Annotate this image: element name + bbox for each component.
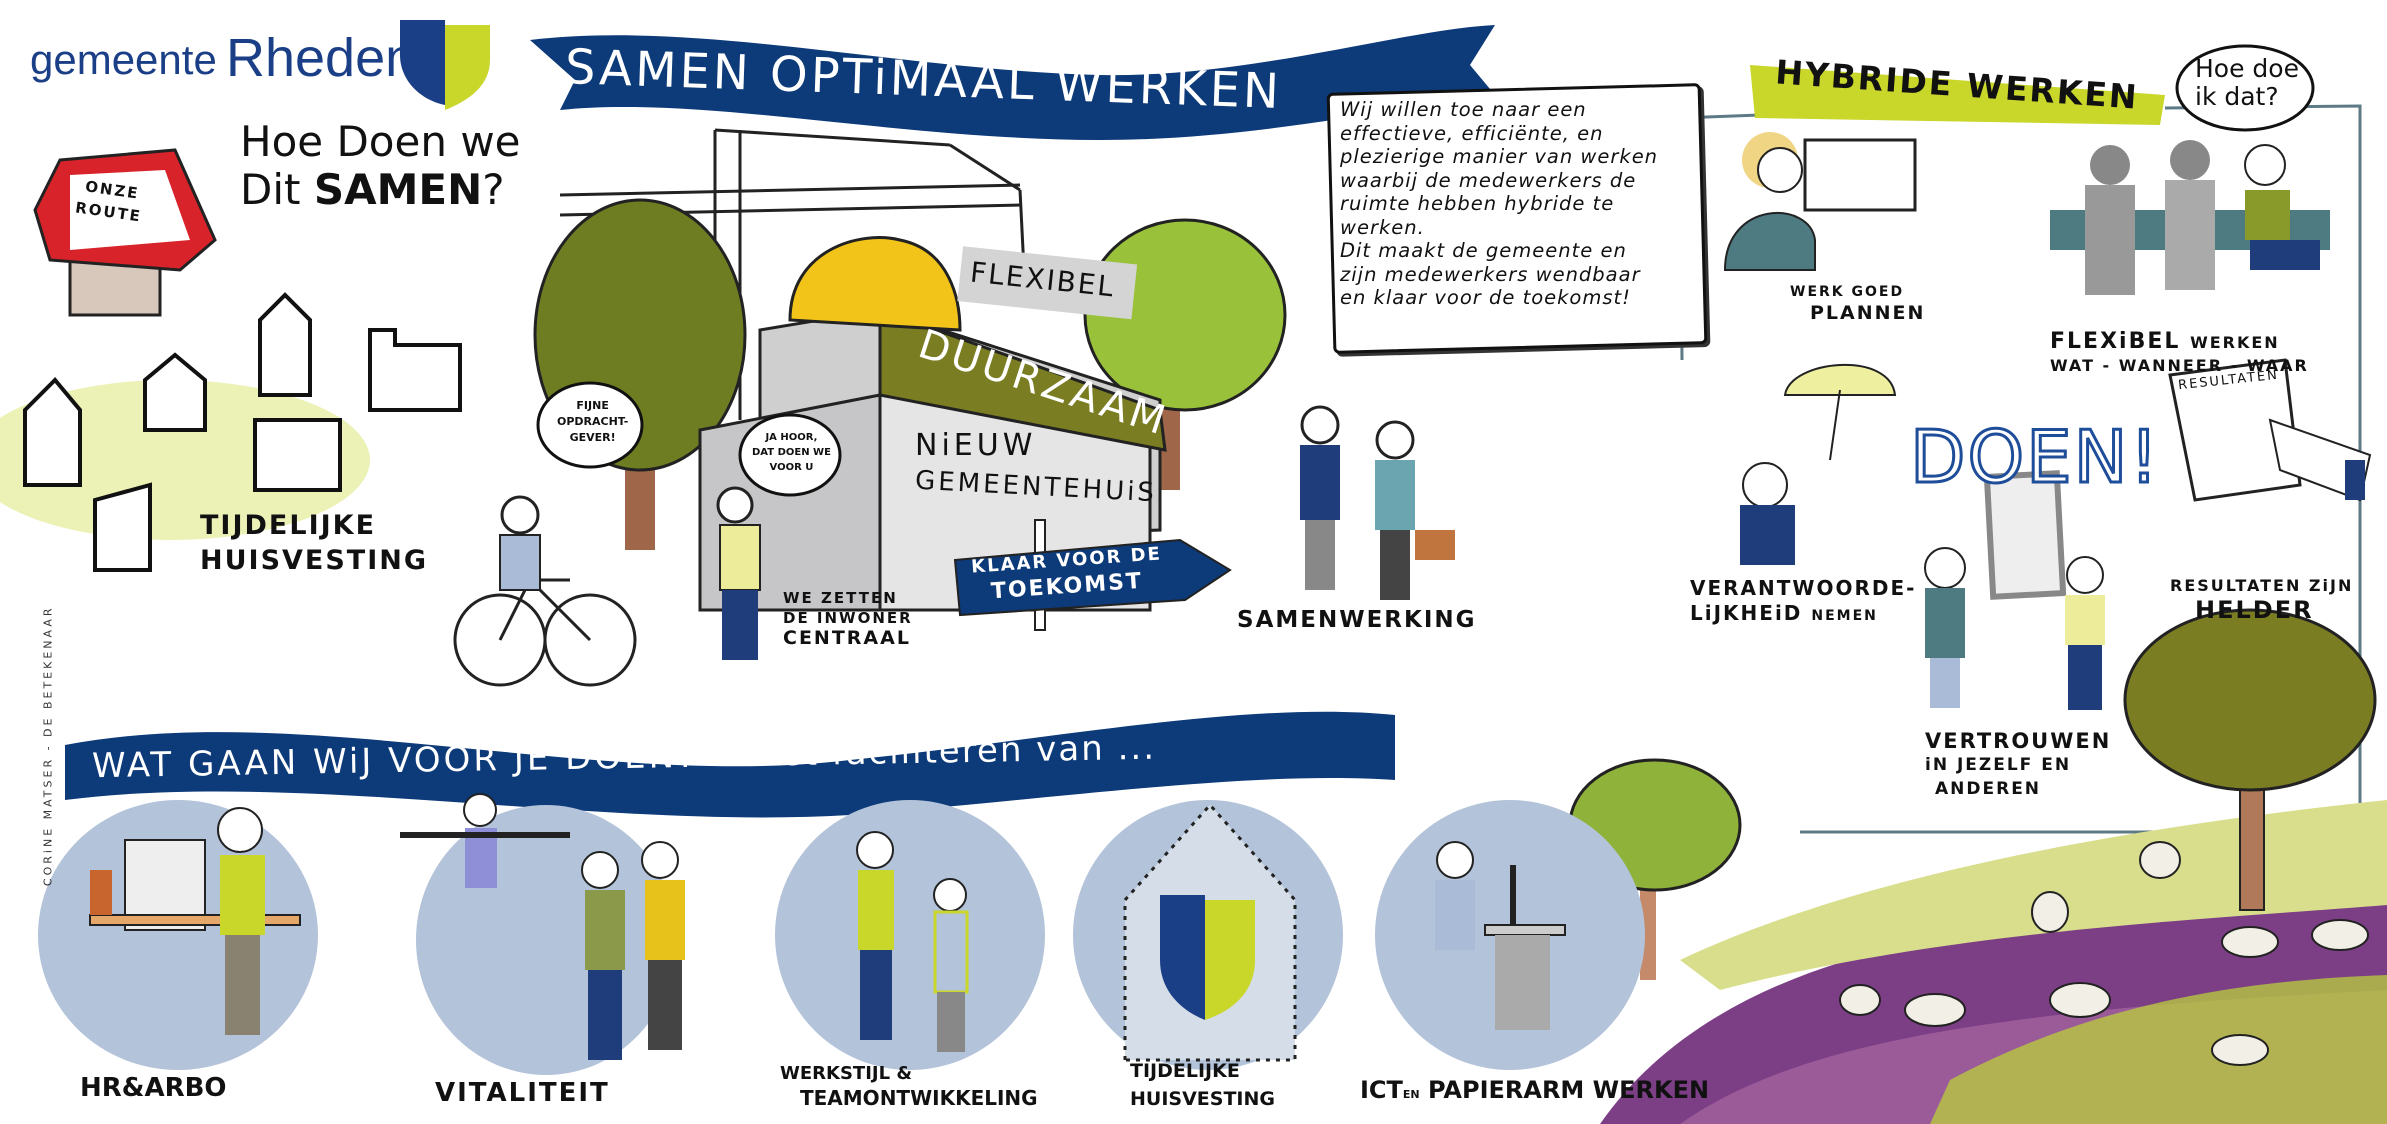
citizen-line: DE iNWONER (783, 609, 913, 627)
intro-question-dit: Dit (240, 165, 301, 214)
sheep-group (1839, 841, 2369, 1066)
route-sign-face (70, 170, 190, 250)
question-mark: ? (482, 165, 505, 214)
shield-right (445, 25, 490, 110)
citizen-caption: WE ZETTEN DE iNWONER CENTRAAL (783, 588, 913, 648)
en-text: EN (1402, 1088, 1420, 1101)
facilities-rest: het faciliteren van ... (756, 727, 1157, 775)
walking-colleagues (1300, 405, 1455, 600)
results-line2: HELDER (2195, 596, 2314, 624)
speech-bubble (2175, 44, 2315, 132)
facilities-banner (65, 711, 1395, 818)
plan-line1: WERK GOED (1790, 284, 1905, 300)
cooperation-label: SAMENWERKiNG (1237, 607, 1477, 633)
flex-rest: WERKEN (2190, 333, 2280, 352)
bubble-line: ik dat? (2195, 82, 2279, 111)
arrow-right-icon: ➡ (711, 734, 744, 776)
ict-scene (1435, 841, 1566, 1030)
intro-question-line1: Hoe Doen we (240, 117, 521, 166)
temp-housing-icon (1123, 802, 1297, 1062)
green-hill (1930, 975, 2387, 1124)
duurzaam-band (878, 307, 1167, 452)
tree-crown (2123, 608, 2377, 792)
shield-left (400, 20, 445, 105)
resp-rest: NEMEN (1811, 608, 1878, 624)
planning-person (1723, 132, 1917, 271)
vitality-scene (400, 793, 685, 1060)
facility-label-huisvesting-line1: TiJDELiJKE (1130, 1060, 1240, 1082)
bubble-line: JA HOOR, (765, 432, 818, 443)
trust-line2: iN JEZELF EN (1925, 755, 2072, 775)
facility-label-huisvesting-line2: HUiSVESTiNG (1130, 1088, 1275, 1110)
title-banner (530, 25, 1495, 140)
cyclist (499, 495, 541, 591)
bubble-line: FiJNE (576, 399, 609, 412)
small-houses (23, 292, 462, 572)
trust-line1: VERTROUWEN (1925, 729, 2112, 753)
results-sheet (2168, 358, 2372, 502)
bubble-employer: FiJNE OPDRACHT- GEVER! (557, 398, 628, 446)
hybrid-bubble: Hoe doe ik dat? (2195, 55, 2299, 111)
trust-line3: ANDEREN (1935, 779, 2042, 799)
artist-credit: CORiNE MATSER - DE BETEKENAAR (41, 605, 55, 887)
citizen-line: CENTRAAL (783, 627, 911, 649)
flex-bold: FLEXiBEL (2050, 329, 2181, 354)
doen-heading: DOEN! (1908, 415, 2161, 499)
speech-bubble (536, 381, 644, 469)
mirror-scene (1924, 470, 2105, 710)
flex-line1: FLEXiBEL WERKEN (2050, 330, 2280, 353)
woman-on-phone (716, 486, 761, 660)
intro-question-samen: SAMEN (313, 165, 483, 214)
temp-housing-label-line1: TijDELijKE (200, 510, 377, 541)
flexibel-sign (957, 246, 1138, 320)
bubble-line: DAT DOEN WE (752, 447, 831, 458)
resp-bold: LiJKHEiD (1690, 601, 1803, 625)
logo-text-gemeente: gemeente (30, 36, 217, 83)
resp-line2: LiJKHEiD NEMEN (1690, 603, 1878, 624)
helmet-icon (788, 236, 962, 332)
citizen-line: WE ZETTEN (783, 589, 898, 607)
plan-line2: PLANNEN (1810, 302, 1926, 324)
bubble-reply: JA HOOR, DAT DOEN WE VOOR U (752, 430, 831, 475)
bubble-line: Hoe doe (2195, 54, 2299, 83)
future-sign (953, 538, 1232, 617)
hybrid-banner (1750, 65, 2165, 125)
bubble-line: VOOR U (769, 462, 814, 473)
facility-label-vitaliteit: ViTALiTEiT (435, 1078, 610, 1108)
facility-circles (38, 800, 1645, 1075)
tree-trunk (2239, 769, 2265, 911)
bicycle-icon (453, 577, 637, 687)
speech-bubble (738, 413, 842, 497)
hr-arbo-scene (89, 807, 301, 1035)
temp-housing-label-line2: HUiSVESTiNG (200, 545, 429, 576)
hybrid-frame-line (1678, 104, 2362, 834)
facility-label-ict: ICTEN PAPiERARM WERKEN (1360, 1076, 1710, 1104)
papierarm-text: PAPiERARM WERKEN (1428, 1076, 1710, 1104)
bench-people (2050, 140, 2330, 295)
intro-question-line2: Dit SAMEN? (240, 165, 505, 214)
facility-label-werkstijl-line1: WERKSTiJL & (780, 1063, 913, 1084)
results-line1: RESULTATEN ZiJN (2170, 576, 2354, 595)
bubble-line: OPDRACHT- (557, 415, 629, 428)
logo-text-rheden: Rheden (226, 28, 416, 88)
building-name-line1: NiEUW (915, 428, 1037, 463)
bubble-line: GEVER! (569, 431, 616, 444)
resp-line1: VERANTWOORDE- (1690, 576, 1917, 600)
facility-label-werkstijl-line2: TEAMONTWiKKELiNG (800, 1086, 1038, 1110)
facility-label-hr-arbo: HR&ARBO (80, 1073, 227, 1103)
yellow-hill (1680, 800, 2387, 990)
umbrella-person (1740, 364, 1897, 565)
flex-line2: WAT - WANNEER - WAAR (2050, 356, 2309, 375)
teamwork-scene (856, 831, 969, 1052)
note-text: Wij willen toe naar een effectieve, effi… (1340, 98, 1659, 309)
tree-trunk (1640, 880, 1656, 980)
ict-text: ICT (1360, 1076, 1403, 1104)
